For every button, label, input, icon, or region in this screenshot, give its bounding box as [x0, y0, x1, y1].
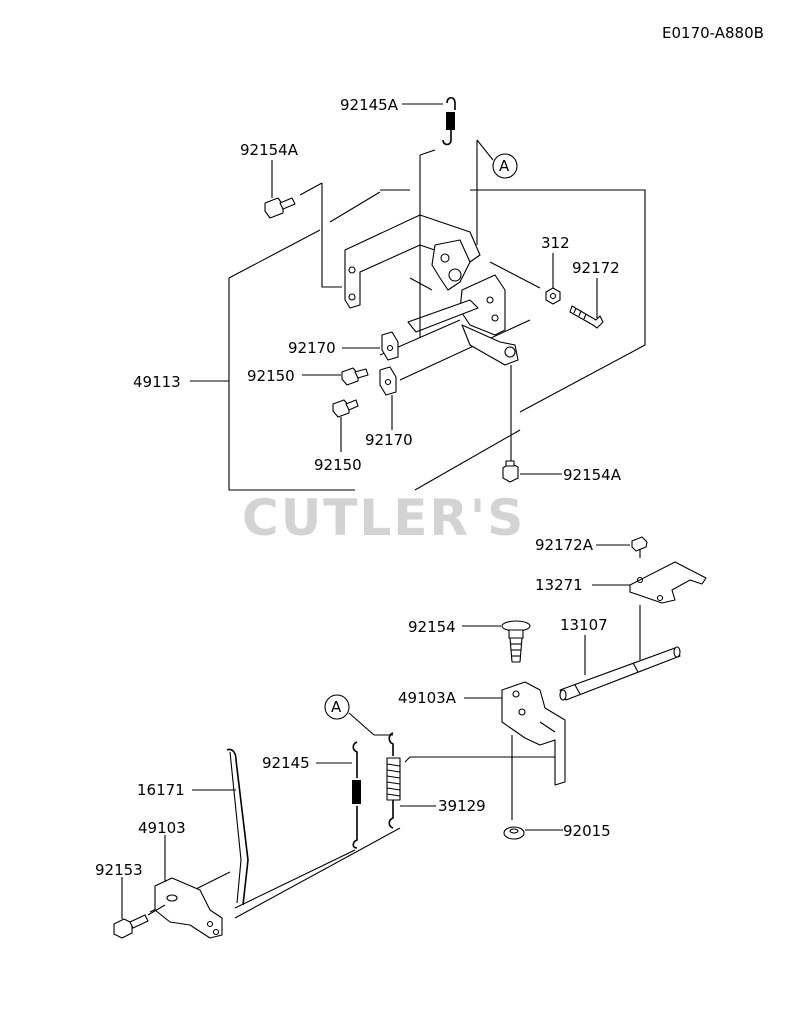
label-92154A-top: 92154A [240, 141, 299, 159]
diagram-code: E0170-A880B [662, 24, 764, 42]
label-92170-a: 92170 [288, 339, 336, 357]
label-312: 312 [541, 234, 570, 252]
bolt-92154A-bottom [502, 460, 519, 483]
lever-49103 [154, 877, 223, 939]
callout-a-upper: A [476, 139, 518, 245]
svg-text:A: A [499, 157, 510, 175]
bolt-92150-b [332, 399, 359, 418]
control-bracket [344, 214, 519, 366]
label-49103A: 49103A [398, 689, 457, 707]
screw-92172 [569, 305, 604, 329]
label-92153: 92153 [95, 861, 143, 879]
label-49103: 49103 [138, 819, 186, 837]
label-92154A-bottom: 92154A [563, 466, 622, 484]
nut-312 [545, 287, 561, 305]
label-92172: 92172 [572, 259, 620, 277]
rod-16171 [226, 748, 249, 906]
spring-92145A [442, 96, 456, 146]
plate-13271 [629, 561, 707, 604]
spring-39129 [386, 732, 401, 829]
bolt-92153 [113, 914, 149, 939]
label-92150-a: 92150 [247, 367, 295, 385]
screw-92172A [631, 536, 648, 558]
label-92150-b: 92150 [314, 456, 362, 474]
label-92145: 92145 [262, 754, 310, 772]
svg-text:A: A [331, 698, 342, 716]
watermark-text: CUTLER'S [242, 489, 525, 547]
spring-92145 [352, 741, 361, 849]
label-92170-b: 92170 [365, 431, 413, 449]
label-39129: 39129 [438, 797, 486, 815]
bolt-92150-a [341, 367, 369, 386]
callout-a-lower: A [324, 694, 393, 736]
label-16171: 16171 [137, 781, 185, 799]
label-92154: 92154 [408, 618, 456, 636]
label-49113: 49113 [133, 373, 181, 391]
clip-92170-a [381, 331, 399, 361]
label-92015: 92015 [563, 822, 611, 840]
clip-92170-b [379, 366, 397, 396]
shaft-13107 [559, 646, 681, 701]
nut-92015 [503, 826, 525, 840]
bolt-92154A-top [264, 197, 296, 219]
label-13107: 13107 [560, 616, 608, 634]
label-13271: 13271 [535, 576, 583, 594]
label-92172A: 92172A [535, 536, 594, 554]
label-92145A: 92145A [340, 96, 399, 114]
assembly-49113-frame [228, 182, 646, 491]
bolt-92154 [501, 620, 531, 663]
lever-49103A [501, 681, 566, 786]
